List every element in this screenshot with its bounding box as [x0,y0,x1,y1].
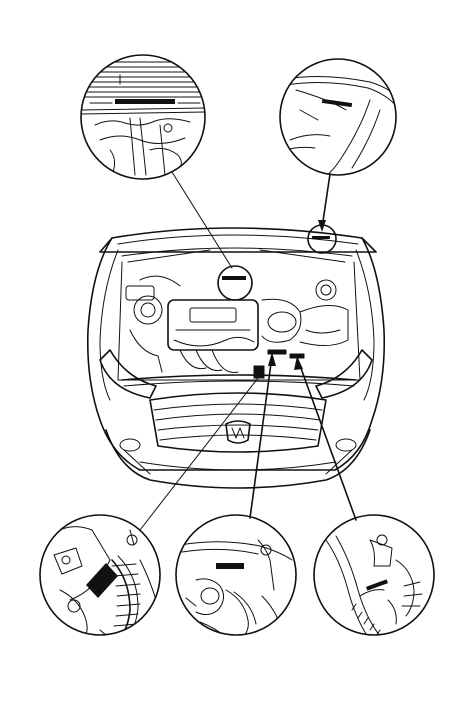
detail-circle-cowl [80,54,206,180]
detail-circle-right [313,514,435,636]
detail-circle-hood [279,58,397,176]
leader-line-center [249,355,273,519]
car-front-view [86,227,386,489]
leader-line-right [297,359,357,521]
car-callout-cowl [217,265,253,301]
right-label-bar [365,579,389,591]
support-label-left [253,365,265,379]
leader-line-hood [321,173,331,229]
leader-arrow-hood [318,220,326,232]
cowl-label-bar [115,99,175,104]
center-label-bar [216,563,244,569]
car-callout-hood [307,224,337,254]
left-label-block [86,563,118,598]
support-label-center [267,349,287,355]
detail-circle-center [175,514,297,636]
hood-label-bar [321,98,353,108]
leader-line-left [139,377,259,531]
detail-circle-left [39,514,161,636]
leader-line-cowl [171,171,233,269]
